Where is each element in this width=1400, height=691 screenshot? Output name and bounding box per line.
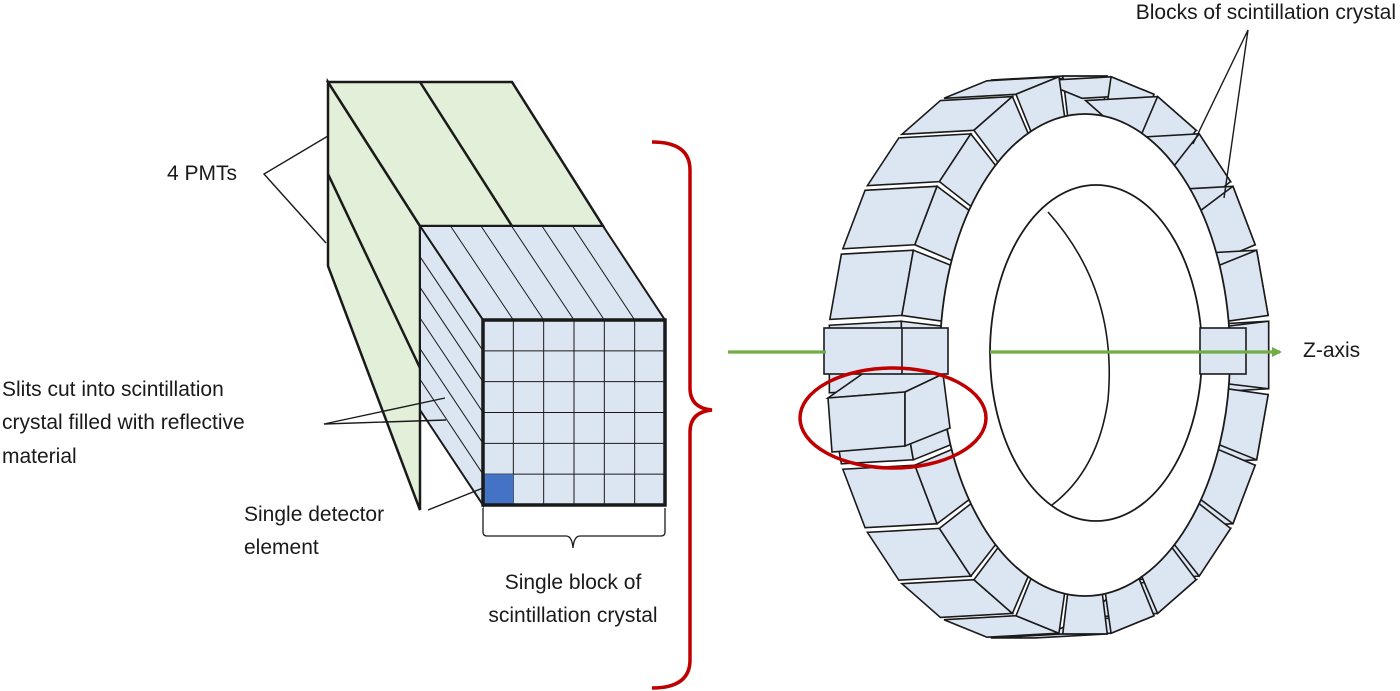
block-underbrace — [482, 508, 666, 549]
top-slit-line — [572, 225, 636, 321]
text-labels: 4 PMTs Slits cut into scintillation crys… — [2, 1, 1396, 627]
single-detector-element — [483, 474, 514, 505]
ring-blocks-leader — [1192, 29, 1249, 199]
block-detector — [325, 77, 667, 549]
label-z-axis: Z-axis — [1303, 339, 1360, 362]
highlight-ellipse — [798, 366, 988, 470]
red-brace — [651, 140, 713, 690]
top-slit-line — [480, 225, 545, 321]
pmt-divider-top — [418, 81, 514, 227]
crystal-front-outline — [481, 318, 667, 507]
axis-block-left — [823, 327, 949, 375]
label-pmts: 4 PMTs — [167, 162, 237, 185]
ring-block-side — [828, 249, 915, 321]
top-slit-line — [541, 225, 605, 321]
side-slit-line — [419, 379, 484, 475]
pmt-stack — [325, 77, 606, 511]
top-slit-line — [511, 225, 575, 321]
label-block-line1: Single block of — [505, 571, 642, 594]
label-detector-line2: element — [244, 536, 319, 559]
label-slits-line2: crystal filled with reflective — [2, 411, 245, 434]
crystal-block — [418, 222, 667, 509]
scanner-ring — [823, 75, 1270, 639]
left-leaders — [262, 135, 484, 511]
crystal-slit-lines — [419, 225, 636, 475]
pmt-leader — [262, 135, 329, 244]
label-slits-line1: Slits cut into scintillation — [2, 378, 224, 401]
side-slit-line — [419, 287, 484, 382]
right-leaders — [1192, 29, 1249, 199]
side-slit-line — [419, 256, 484, 352]
top-slit-line — [450, 225, 514, 321]
side-slit-line — [419, 317, 484, 413]
pmt-divider-side — [326, 173, 422, 369]
highlighted-block-side — [904, 372, 951, 448]
side-slit-line — [419, 348, 484, 444]
crystal-front-grid — [483, 320, 665, 505]
detector-leader — [427, 487, 484, 511]
bore-inner-edge — [1047, 211, 1111, 506]
label-ring-blocks: Blocks of scintillation crystal — [1136, 1, 1396, 24]
ring-blocks-front — [823, 327, 1247, 453]
slits-leader — [323, 397, 447, 425]
highlighted-block-front — [827, 391, 906, 453]
label-detector-line1: Single detector — [244, 503, 384, 526]
label-block-line2: scintillation crystal — [488, 604, 657, 627]
label-slits-line3: material — [2, 445, 77, 468]
